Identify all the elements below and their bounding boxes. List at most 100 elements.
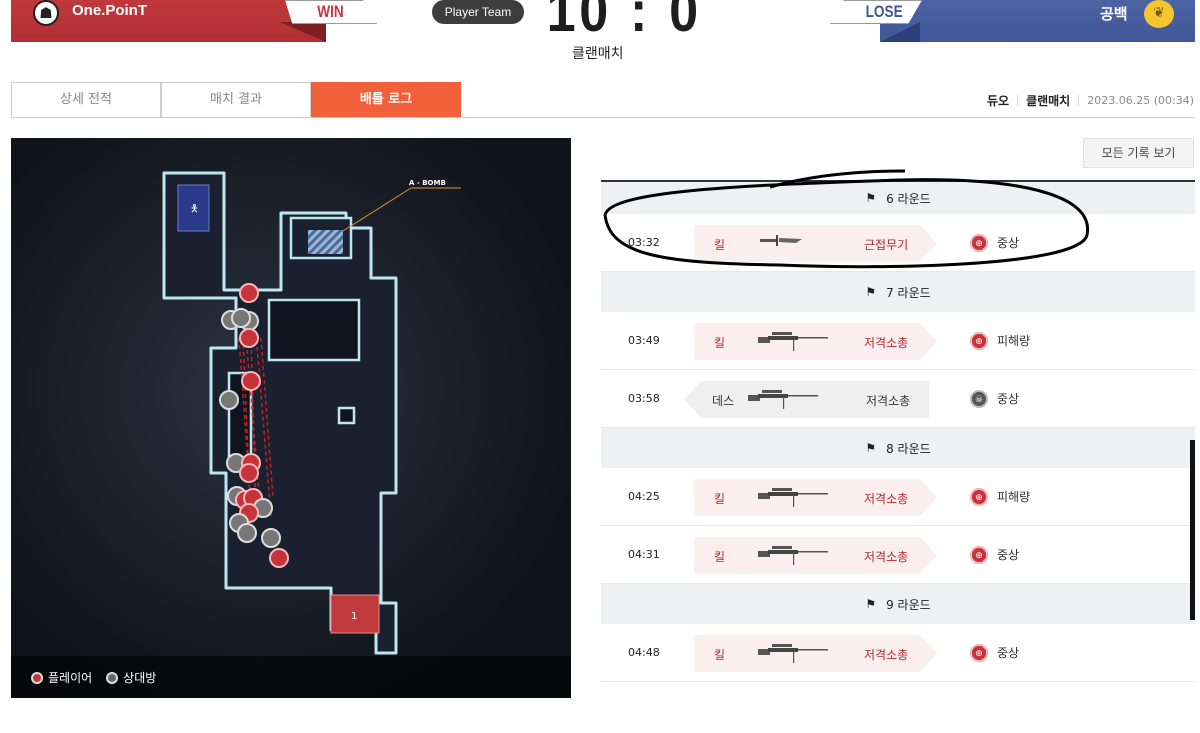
legend-player: 플레이어 <box>31 669 92 686</box>
sniper-rifle-icon <box>758 487 830 512</box>
player-marker[interactable] <box>239 463 259 483</box>
hit-result: 중상 <box>997 392 1020 406</box>
loser-team-banner <box>880 0 1195 42</box>
hit-result: 중상 <box>997 548 1020 562</box>
match-info: 듀오 클랜매치 2023.06.25 (00:34) <box>987 92 1194 109</box>
tab-match-result[interactable]: 매치 결과 <box>161 82 311 118</box>
win-label: WIN <box>317 2 344 21</box>
datetime: 2023.06.25 (00:34) <box>1087 94 1194 107</box>
log-entry[interactable]: 04:31 킬 저격소총 ⊕ 중상 <box>601 526 1195 584</box>
battle-map: 🯅 A - BOMB 1 플레이어 상대방 <box>11 138 571 698</box>
kill-event: 킬 저격소총 <box>694 323 937 360</box>
flag-icon: ⚑ <box>865 597 877 611</box>
map-legend: 플레이어 상대방 <box>11 656 571 698</box>
tab-battle-log[interactable]: 배틀 로그 <box>311 82 461 118</box>
player-marker[interactable] <box>239 283 259 303</box>
tab-detail-record[interactable]: 상세 전적 <box>11 82 161 118</box>
map-layout: 🯅 A - BOMB 1 <box>162 171 461 655</box>
enemy-marker[interactable] <box>231 308 251 328</box>
round-label: 6 라운드 <box>886 191 931 206</box>
divider <box>11 117 1195 118</box>
red-spawn <box>330 594 380 634</box>
team-emblem-right: ❦ <box>1144 0 1174 28</box>
weapon-name: 저격소총 <box>864 550 909 564</box>
team-name-left[interactable]: One.PoinT <box>72 2 147 19</box>
crosshair-icon: ⊕ <box>970 488 988 506</box>
weapon-name: 저격소총 <box>864 492 909 506</box>
weapon-name: 저격소총 <box>864 648 909 662</box>
round-header: ⚑ 8 라운드 <box>601 428 1195 468</box>
flag-icon: ⚑ <box>865 191 877 205</box>
view-all-records-button[interactable]: 모든 기록 보기 <box>1083 138 1194 168</box>
lose-badge: LOSE <box>830 0 922 24</box>
entry-time: 03:49 <box>628 334 660 347</box>
winner-team-banner <box>11 0 326 42</box>
knife-icon <box>758 233 808 250</box>
skull-icon: ☠ <box>970 390 988 408</box>
weapon-name: 저격소총 <box>864 336 909 350</box>
event-type: 킬 <box>714 550 726 564</box>
crosshair-icon: ⊕ <box>970 546 988 564</box>
win-badge: WIN <box>285 0 377 24</box>
match-score: 10 : 0 <box>546 0 702 44</box>
flag-icon: ⚑ <box>865 441 877 455</box>
enemy-dot-icon <box>106 671 119 684</box>
lose-label: LOSE <box>865 2 903 21</box>
log-entry[interactable]: 03:49 킬 저격소총 ⊕ 피해량 <box>601 312 1195 370</box>
sniper-rifle-icon <box>748 389 820 414</box>
enemy-marker[interactable] <box>261 528 281 548</box>
event-type: 킬 <box>714 336 726 350</box>
type: 클랜매치 <box>1026 94 1071 108</box>
flag-icon: ⚑ <box>865 285 877 299</box>
entry-time: 04:31 <box>628 548 660 561</box>
site-label: A - BOMB <box>409 179 446 187</box>
svg-text:1: 1 <box>351 611 357 622</box>
round-label: 8 라운드 <box>886 441 931 456</box>
crosshair-icon: ⊕ <box>970 332 988 350</box>
match-type: 클랜매치 <box>572 46 624 62</box>
round-label: 7 라운드 <box>886 285 931 300</box>
hit-result: 피해량 <box>997 334 1031 348</box>
hit-result: 중상 <box>997 236 1020 250</box>
crosshair-icon: ⊕ <box>970 644 988 662</box>
legend-enemy: 상대방 <box>106 669 156 686</box>
round-label: 9 라운드 <box>886 597 931 612</box>
entry-time: 03:58 <box>628 392 660 405</box>
weapon-name: 근접무기 <box>864 238 909 252</box>
crosshair-icon: ⊕ <box>970 234 988 252</box>
entry-time: 04:48 <box>628 646 660 659</box>
blue-spawn <box>177 184 210 232</box>
kill-markers <box>219 283 289 568</box>
sniper-rifle-icon <box>758 331 830 356</box>
player-marker[interactable] <box>239 328 259 348</box>
event-type: 킬 <box>714 492 726 506</box>
player-marker[interactable] <box>241 371 261 391</box>
a-bomb-site <box>308 230 343 254</box>
enemy-marker[interactable] <box>237 523 257 543</box>
round-header: ⚑ 7 라운드 <box>601 272 1195 312</box>
event-type: 데스 <box>712 394 735 408</box>
sniper-rifle-icon <box>758 643 830 668</box>
mode: 듀오 <box>986 94 1010 108</box>
player-dot-icon <box>31 671 43 684</box>
hit-result: 피해량 <box>997 490 1031 504</box>
hit-result: 중상 <box>997 646 1020 660</box>
team-name-right[interactable]: 공백 <box>1100 5 1128 23</box>
svg-text:🯅: 🯅 <box>190 204 199 215</box>
round-header: ⚑ 9 라운드 <box>601 584 1195 624</box>
weapon-name: 저격소총 <box>866 394 911 408</box>
enemy-marker[interactable] <box>219 390 239 410</box>
player-marker[interactable] <box>269 548 289 568</box>
log-entry[interactable]: 03:58 데스 저격소총 ☠ 중상 <box>601 370 1195 428</box>
player-team-badge: Player Team <box>432 0 524 24</box>
round-header: ⚑ 6 라운드 <box>601 182 1195 214</box>
scrollbar[interactable] <box>1190 440 1195 620</box>
kill-event: 킬 저격소총 <box>694 537 937 574</box>
team-emblem-left: ☗ <box>33 0 59 26</box>
